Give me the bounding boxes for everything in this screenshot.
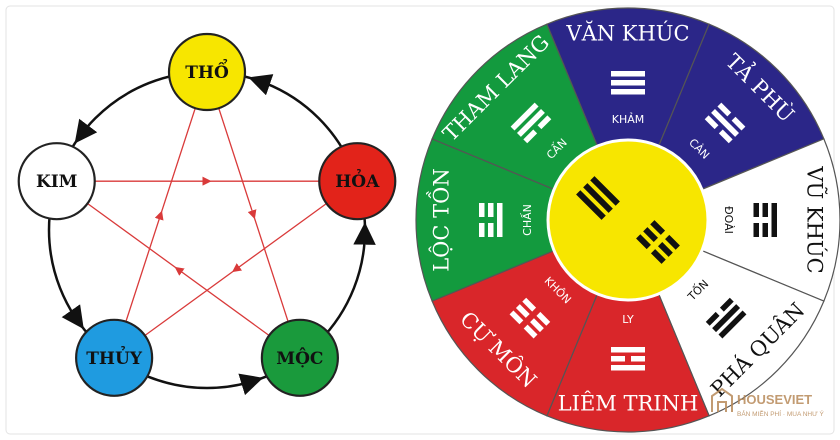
element-circle: [167, 32, 247, 112]
star-arrow: [154, 210, 164, 221]
trigram-icon: [705, 297, 747, 339]
sector-trigram-name: LY: [622, 313, 634, 326]
center-trigram-icon: [576, 176, 620, 220]
element-circle: [17, 142, 96, 221]
bagua-sector-van-khuc: VĂN KHÚC KHẢM: [546, 7, 710, 147]
sector-label: LỘC TỒN: [427, 168, 454, 272]
star-arrow: [174, 266, 185, 276]
sector-label: LIÊM TRINH: [558, 392, 699, 416]
cycle-arrow: [248, 74, 274, 96]
five-elements-diagram: THỔ HỎA MỘC THỦY KIM: [17, 32, 397, 397]
star-arrow: [247, 209, 257, 220]
element-circle: [75, 318, 154, 397]
cycle-arrow: [61, 304, 84, 330]
element-nodes: THỔ HỎA MỘC THỦY KIM: [17, 32, 397, 397]
sector-label: VŨ KHÚC: [803, 165, 828, 273]
sector-trigram-name: CHẤN: [520, 204, 534, 236]
cycle-arrow: [74, 118, 98, 144]
element-node-hoa: HỎA: [318, 142, 397, 221]
watermark: HOUSEVIET BẢN MIỄN PHÍ · MUA NHƯ Ý: [711, 387, 824, 418]
element-label: THỦY: [86, 346, 143, 369]
watermark-brand: HOUSEVIET: [737, 392, 812, 407]
element-node-moc: MỘC: [260, 318, 339, 397]
house-logo-icon: [711, 387, 733, 412]
watermark-tagline: BẢN MIỄN PHÍ · MUA NHƯ Ý: [737, 409, 824, 418]
star-arrow: [232, 263, 243, 273]
element-label: THỔ: [185, 58, 229, 83]
trigram-icon: [510, 102, 552, 144]
trigram-icon: [704, 102, 746, 144]
trigram-icon: [479, 203, 503, 237]
element-node-tho: THỔ: [167, 32, 247, 112]
center-disc: [546, 138, 710, 302]
element-node-thuy: THỦY: [75, 318, 154, 397]
sector-trigram-name: ĐOÀI: [722, 206, 735, 234]
bagua-sector-loc-ton: LỘC TỒN CHẤN: [415, 138, 555, 302]
element-circle: [260, 318, 339, 397]
element-circle: [318, 142, 397, 221]
trigram-icon: [611, 71, 645, 95]
trigram-icon: [611, 347, 645, 371]
cycle-arrow: [238, 373, 264, 396]
element-node-kim: KIM: [17, 142, 96, 221]
sector-label: VĂN KHÚC: [565, 21, 689, 46]
center-trigrams: [576, 176, 680, 264]
element-label: MỘC: [276, 348, 323, 369]
destruction-star: [87, 107, 327, 337]
cycle-arrows: [61, 74, 376, 396]
center-trigram-icon: [636, 220, 680, 264]
trigram-icon: [753, 203, 777, 237]
trigram-icon: [509, 297, 551, 339]
bagua-sector-liem-trinh: LIÊM TRINH LY: [546, 293, 710, 433]
sector-trigram-name: KHẢM: [612, 112, 645, 126]
element-label: KIM: [36, 172, 78, 192]
element-label: HỎA: [335, 169, 380, 192]
